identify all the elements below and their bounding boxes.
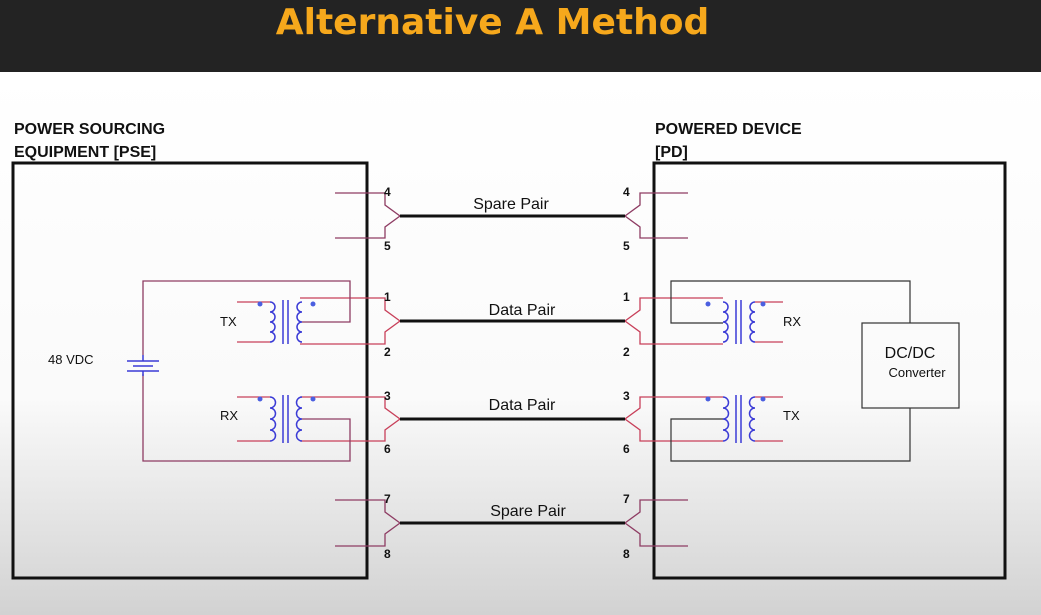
converter-label-line2: Converter — [888, 365, 946, 380]
pin-label: 4 — [384, 185, 391, 199]
pd-tx-transformer: TX — [705, 395, 800, 443]
pin-label: 2 — [384, 345, 391, 359]
pair-label: Data Pair — [489, 302, 556, 319]
pse-heading-line1: POWER SOURCING — [14, 121, 165, 138]
data-pair-3-6: 3 6 3 6 Data Pair — [300, 389, 723, 456]
pse-power-loop: 48 VDC — [48, 280, 351, 462]
pd-box — [652, 161, 1007, 580]
pse-box — [11, 161, 369, 580]
pin-label: 2 — [623, 345, 630, 359]
pse-rx-label: RX — [220, 408, 238, 423]
pse-heading-line2: EQUIPMENT [PSE] — [14, 144, 156, 161]
pd-heading-line2: [PD] — [655, 144, 688, 161]
converter-label-line1: DC/DC — [885, 345, 936, 362]
pin-label: 8 — [384, 547, 391, 561]
pd-tx-label: TX — [783, 408, 800, 423]
pin-label: 7 — [623, 492, 630, 506]
pair-label: Data Pair — [489, 397, 556, 414]
pin-label: 8 — [623, 547, 630, 561]
pin-label: 3 — [623, 389, 630, 403]
pair-label: Spare Pair — [473, 196, 549, 213]
pin-label: 7 — [384, 492, 391, 506]
spare-pair-4-5: 4 5 4 5 Spare Pair — [335, 185, 688, 253]
pse-rx-transformer: RX — [220, 395, 316, 443]
pd-heading-line1: POWERED DEVICE — [655, 121, 802, 138]
pin-label: 5 — [384, 239, 391, 253]
pd-rx-transformer: RX — [705, 300, 801, 344]
pse-tx-transformer: TX — [220, 300, 316, 344]
pin-label: 1 — [623, 290, 630, 304]
spare-pair-7-8: 7 8 7 8 Spare Pair — [335, 492, 688, 561]
slide-title: Alternative A Method — [275, 2, 710, 43]
voltage-label: 48 VDC — [48, 352, 94, 367]
pd-rx-label: RX — [783, 314, 801, 329]
pin-label: 3 — [384, 389, 391, 403]
pin-label: 6 — [384, 442, 391, 456]
pin-label: 1 — [384, 290, 391, 304]
pin-label: 6 — [623, 442, 630, 456]
header-bar: Alternative A Method — [0, 0, 1041, 72]
pair-label: Spare Pair — [490, 503, 566, 520]
data-pair-1-2: 1 2 1 2 Data Pair — [300, 290, 723, 359]
pse-tx-label: TX — [220, 314, 237, 329]
pd-power-loop: DC/DC Converter — [670, 280, 960, 462]
poe-diagram: POWER SOURCING EQUIPMENT [PSE] POWERED D… — [0, 72, 1041, 615]
pin-label: 4 — [623, 185, 630, 199]
dc-dc-converter-box — [861, 322, 960, 409]
pin-label: 5 — [623, 239, 630, 253]
